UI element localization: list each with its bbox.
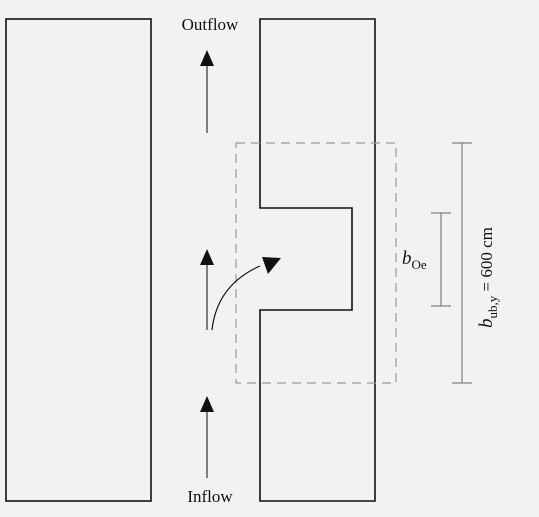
b-ub-subscript: ub,y [485, 295, 500, 318]
outflow-label: Outflow [182, 15, 239, 34]
left-channel-wall [5, 18, 152, 502]
recirculation-curve [211, 265, 261, 331]
b-ub-value: = 600 cm [477, 227, 496, 296]
b-oe-symbol: b [402, 248, 412, 269]
b-ub-symbol: b [476, 319, 497, 329]
b-ub-label: bub,y = 600 cm [476, 227, 500, 328]
right-wall-with-embayment [259, 18, 376, 502]
inflow-arrow-head [200, 396, 214, 412]
b-oe-label: bOe [402, 248, 427, 272]
outflow-arrow-head [200, 50, 214, 66]
middle-flow-arrow-head [200, 249, 214, 265]
recirculation-arrow-head [262, 257, 281, 274]
inflow-label: Inflow [187, 487, 233, 506]
dashed-measurement-area [235, 142, 397, 384]
b-oe-subscript: Oe [412, 257, 427, 272]
